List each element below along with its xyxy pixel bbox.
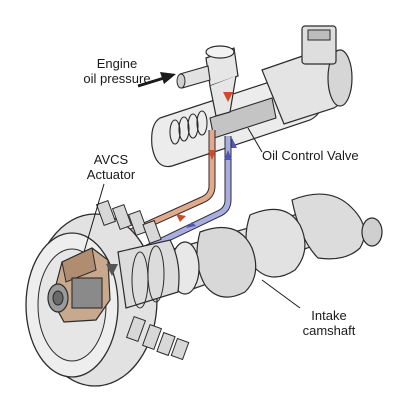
sprocket-teeth-top xyxy=(95,199,162,245)
hub-ribs xyxy=(131,245,165,309)
camshaft-lobe-front xyxy=(196,226,257,298)
label-engine-oil-pressure: Engine oil pressure xyxy=(80,56,154,86)
label-oil-control-valve: Oil Control Valve xyxy=(262,148,359,163)
label-intake-camshaft: Intake camshaft xyxy=(294,308,364,338)
leader-lines xyxy=(83,127,301,309)
intake-camshaft-line-1: Intake xyxy=(311,308,347,323)
oil-input-arrow xyxy=(137,72,176,88)
engine-oil-pressure-line-2: oil pressure xyxy=(83,71,151,86)
leader-oil-control-valve xyxy=(247,127,263,153)
passage-drain-arrow xyxy=(224,150,232,160)
intake-camshaft-line-2: camshaft xyxy=(302,323,356,338)
rotor-arrow xyxy=(106,264,118,276)
valve-spring xyxy=(169,110,208,145)
camshaft-lobe-rear xyxy=(291,193,366,260)
connector-latch xyxy=(307,29,331,41)
engine-oil-pressure-line-1: Engine xyxy=(96,56,138,71)
valve-pressure-arrow xyxy=(223,92,233,102)
oil-passages xyxy=(92,130,232,278)
camshaft-end xyxy=(361,217,383,247)
sprocket-teeth-bottom xyxy=(125,315,190,361)
label-avcs-actuator: AVCS Actuator xyxy=(80,152,142,182)
oil-control-valve xyxy=(137,25,353,168)
avcs-actuator-line-2: Actuator xyxy=(86,167,136,182)
passage-pressure-arrow xyxy=(208,150,216,160)
leader-intake-camshaft xyxy=(261,279,301,309)
leader-avcs-actuator xyxy=(83,183,105,253)
intake-camshaft xyxy=(169,193,383,298)
avcs-actuator xyxy=(25,199,190,387)
rotor-block xyxy=(71,277,103,309)
inlet-port xyxy=(176,45,239,117)
avcs-actuator-line-1: AVCS xyxy=(93,152,129,167)
